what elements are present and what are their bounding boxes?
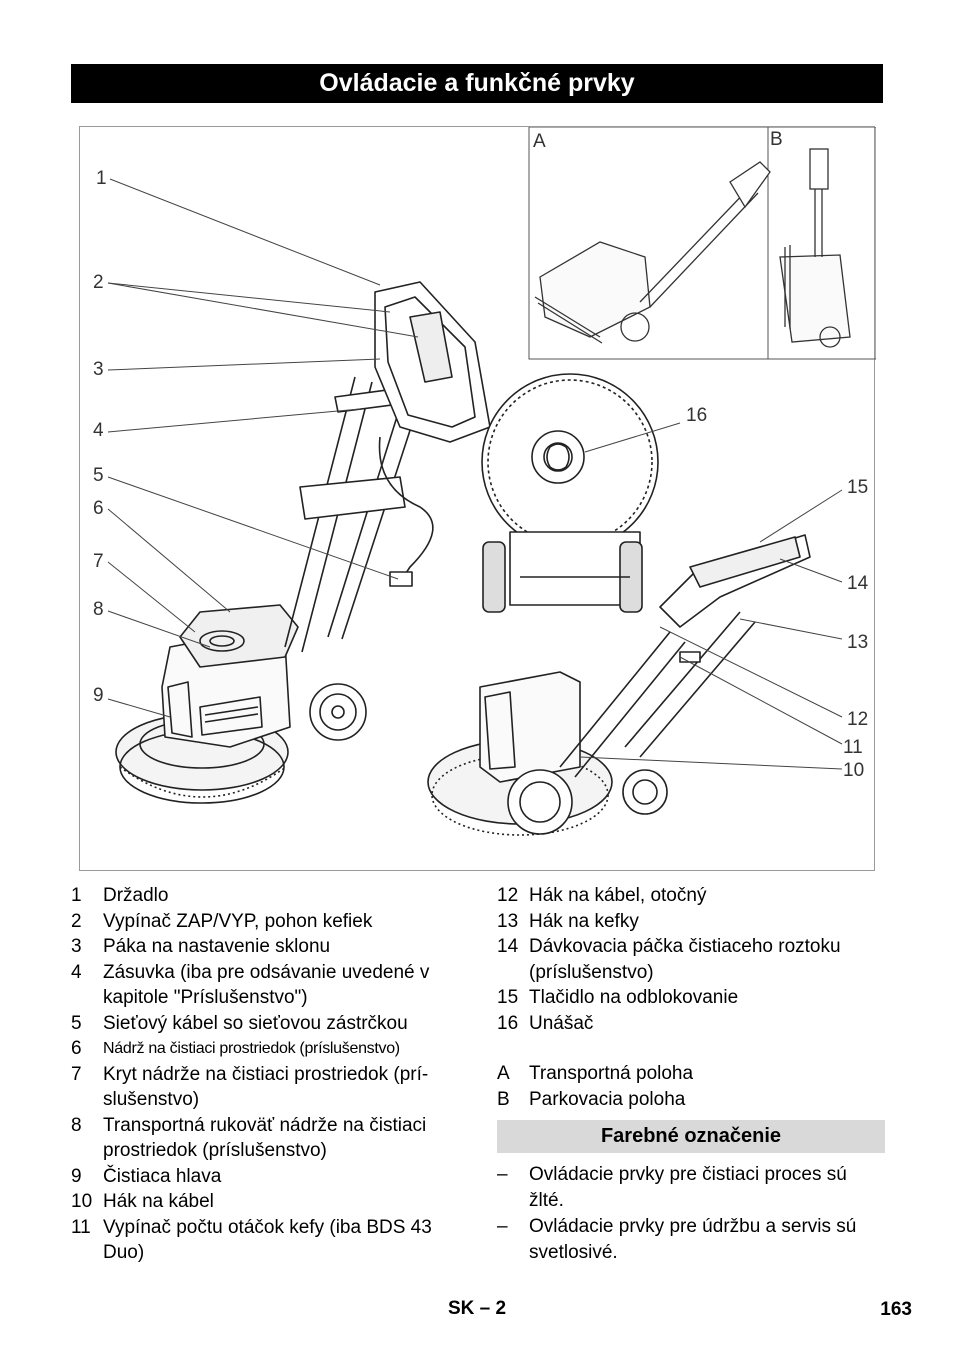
callout-14: 14 <box>847 573 869 594</box>
footer-section-label: SK – 2 <box>447 1298 507 1319</box>
machine-illustration: 1 2 3 4 5 6 7 8 9 16 15 14 13 12 11 10 A… <box>79 126 876 871</box>
callout-13: 13 <box>847 632 869 653</box>
callout-12: 12 <box>847 709 869 730</box>
page-number: 163 <box>880 1299 912 1320</box>
color-coding-list: –Ovládacie prvky pre čistiaci proces sú … <box>497 1162 885 1266</box>
callout-1: 1 <box>96 168 107 189</box>
list-item: –Ovládacie prvky pre čistiaci proces sú … <box>497 1164 847 1211</box>
callout-8: 8 <box>93 599 104 620</box>
list-spacer <box>497 1036 883 1061</box>
callout-16: 16 <box>686 405 708 426</box>
callout-2: 2 <box>93 272 104 293</box>
callout-6: 6 <box>93 498 104 519</box>
inset-b-label: B <box>770 129 783 150</box>
page-title: Ovládacie a funkčné prvky <box>71 64 883 103</box>
callout-3: 3 <box>93 359 104 380</box>
callout-10: 10 <box>843 760 865 781</box>
machine-drawing <box>107 127 876 836</box>
callout-11: 11 <box>843 737 863 758</box>
callout-7: 7 <box>93 551 104 572</box>
callout-5: 5 <box>93 465 104 486</box>
list-item: –Ovládacie prvky pre údržbu a servis sú … <box>497 1216 857 1263</box>
inset-a-label: A <box>533 131 546 152</box>
callout-15: 15 <box>847 477 869 498</box>
callout-9: 9 <box>93 685 104 706</box>
callout-4: 4 <box>93 420 104 441</box>
section-heading: Farebné označenie <box>497 1120 885 1153</box>
